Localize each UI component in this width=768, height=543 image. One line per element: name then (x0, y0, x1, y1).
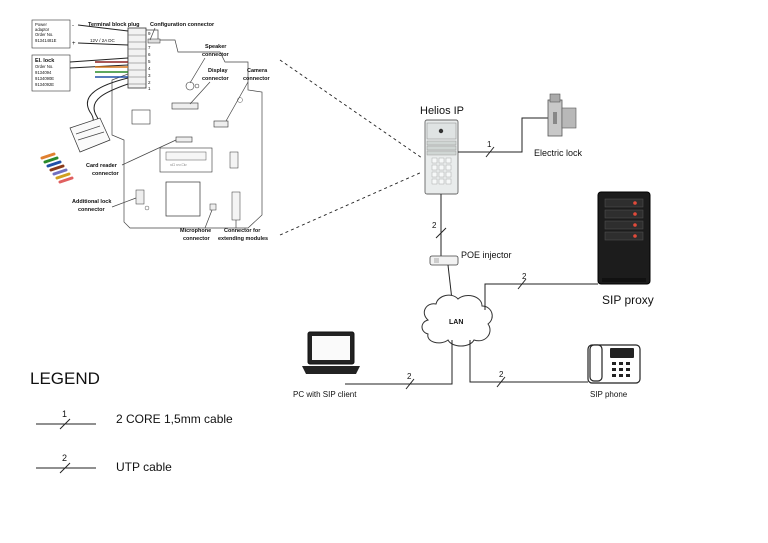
legend-title: LEGEND (30, 369, 100, 388)
legend: LEGEND 1 2 CORE 1,5mm cable 2 UTP cable (30, 369, 233, 474)
poe-injector-icon (429, 255, 459, 266)
pin-5: 5 (148, 59, 151, 64)
pin-4: 4 (148, 66, 151, 71)
cable-helios-lock (458, 117, 548, 153)
camera-connector-part (213, 120, 229, 128)
terminal-block (127, 27, 147, 89)
projection-line-top (279, 59, 423, 159)
chip-main (131, 109, 151, 125)
display-connector-part (171, 102, 199, 110)
laptop-icon (302, 331, 360, 374)
el-lock-line-3: 9134090E (35, 76, 54, 81)
pin-7: 7 (148, 45, 151, 50)
pc-label: PC with SIP client (293, 390, 357, 399)
card-reader-connector-part (175, 136, 193, 143)
helios-ip-label: Helios IP (420, 105, 464, 117)
configuration-connector (147, 38, 161, 44)
power-adapter-line-3: Order No. (35, 32, 53, 37)
el-lock-line-1: Order No. (35, 64, 53, 69)
extending-modules-connector-part (231, 191, 241, 221)
pin-1: 1 (148, 86, 151, 91)
pin-9: 9 (148, 31, 151, 36)
extending-label-1: Connector for (224, 228, 261, 234)
speaker-connector-label-1: Speaker (205, 44, 227, 50)
module-block (165, 181, 201, 217)
microphone-label-2: connector (183, 236, 210, 242)
cable-count-poe: 2 (432, 221, 437, 230)
legend-label-1: 2 CORE 1,5mm cable (116, 412, 233, 426)
terminal-block-label: Terminal block plug (88, 22, 140, 28)
lan-cloud-icon (421, 294, 493, 347)
additional-lock-label-2: connector (78, 207, 105, 213)
electric-lock-icon (547, 93, 577, 137)
board-detail: 9 8 7 6 5 4 3 2 1 Power adaptor Order No… (31, 19, 270, 242)
speaker-connector-part (185, 81, 195, 91)
cable-lan-phone (469, 340, 588, 383)
sip-phone-label: SIP phone (590, 390, 628, 399)
pin-6: 6 (148, 52, 151, 57)
plus-sign: + (72, 41, 76, 47)
microphone-connector-part (209, 203, 217, 211)
sip-proxy-server-icon (597, 191, 651, 285)
poe-injector-label: POE injector (461, 250, 512, 260)
legend-count-1: 1 (62, 409, 67, 419)
lan-label: LAN (449, 319, 463, 326)
microphone-label-1: Microphone (180, 228, 211, 234)
sip-phone-icon (587, 344, 641, 384)
power-adapter-line-2: adaptor (35, 27, 50, 32)
camera-connector-label-1: Camera (247, 68, 268, 74)
speaker-connector-label-2: connector (202, 52, 229, 58)
display-connector-label-1: Display (208, 68, 229, 74)
rj45-plug-icon (69, 117, 111, 153)
minus-sign: - (72, 23, 74, 29)
el-lock-line-2: 9134094 (35, 70, 52, 75)
legend-label-2: UTP cable (116, 460, 172, 474)
pin-3: 3 (148, 73, 151, 78)
legend-count-2: 2 (62, 453, 67, 463)
additional-lock-label-1: Additional lock (72, 199, 112, 205)
cable-count-phone: 2 (499, 370, 504, 379)
pin-2: 2 (148, 80, 151, 85)
projection-line-bottom (279, 171, 423, 236)
cable-lan-proxy (484, 283, 598, 310)
board-outline (111, 29, 263, 229)
display-connector-label-2: connector (202, 76, 229, 82)
el-lock-title: El. lock (35, 58, 55, 64)
power-adapter-box (31, 19, 71, 49)
el-lock-line-4: 9134092E (35, 82, 54, 87)
configuration-connector-label: Configuration connector (150, 22, 215, 28)
card-reader-label-1: Card reader (86, 163, 118, 169)
voltage-label: 12V / 2A DC (90, 38, 116, 43)
card-reader-label-2: connector (92, 171, 119, 177)
cable-count-pc: 2 (407, 372, 412, 381)
extending-label-2: extending modules (218, 236, 268, 242)
helios-ip-device-icon (424, 119, 459, 195)
cable-count-lock: 1 (487, 140, 492, 149)
cable-lan-pc (345, 340, 453, 385)
power-adapter-line-1: Power (35, 22, 47, 27)
svg-text:○□ ○○ □○: ○□ ○○ □○ (170, 162, 187, 167)
cable-count-proxy: 2 (522, 272, 527, 281)
camera-connector-label-2: connector (243, 76, 270, 82)
additional-lock-connector-part (135, 189, 145, 205)
electric-lock-label: Electric lock (534, 148, 583, 158)
sip-proxy-label: SIP proxy (602, 293, 654, 307)
el-lock-box (31, 54, 71, 92)
power-adapter-line-4: 91341481E (35, 38, 57, 43)
